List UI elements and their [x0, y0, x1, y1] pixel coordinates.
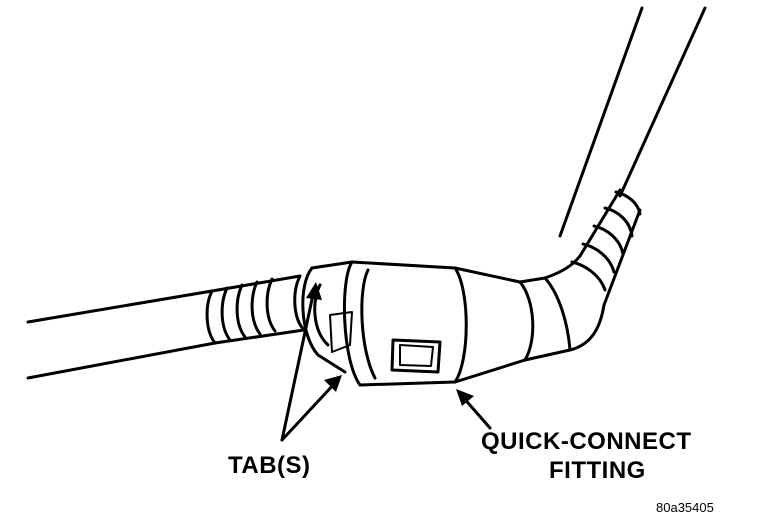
fitting-label-line1: QUICK-CONNECT — [481, 428, 692, 455]
tab-arrowhead-lower — [324, 375, 342, 392]
figure-id: 80a35405 — [656, 500, 714, 515]
fitting-label-line2: FITTING — [549, 457, 646, 484]
elbow-tube — [518, 6, 707, 362]
tab-arrows — [280, 288, 338, 442]
quick-connect-fitting — [301, 260, 535, 387]
left-tube — [26, 274, 306, 380]
tab-arrowhead-upper — [306, 282, 322, 300]
fitting-arrowhead — [456, 389, 474, 406]
tabs-label: TAB(S) — [228, 452, 311, 479]
